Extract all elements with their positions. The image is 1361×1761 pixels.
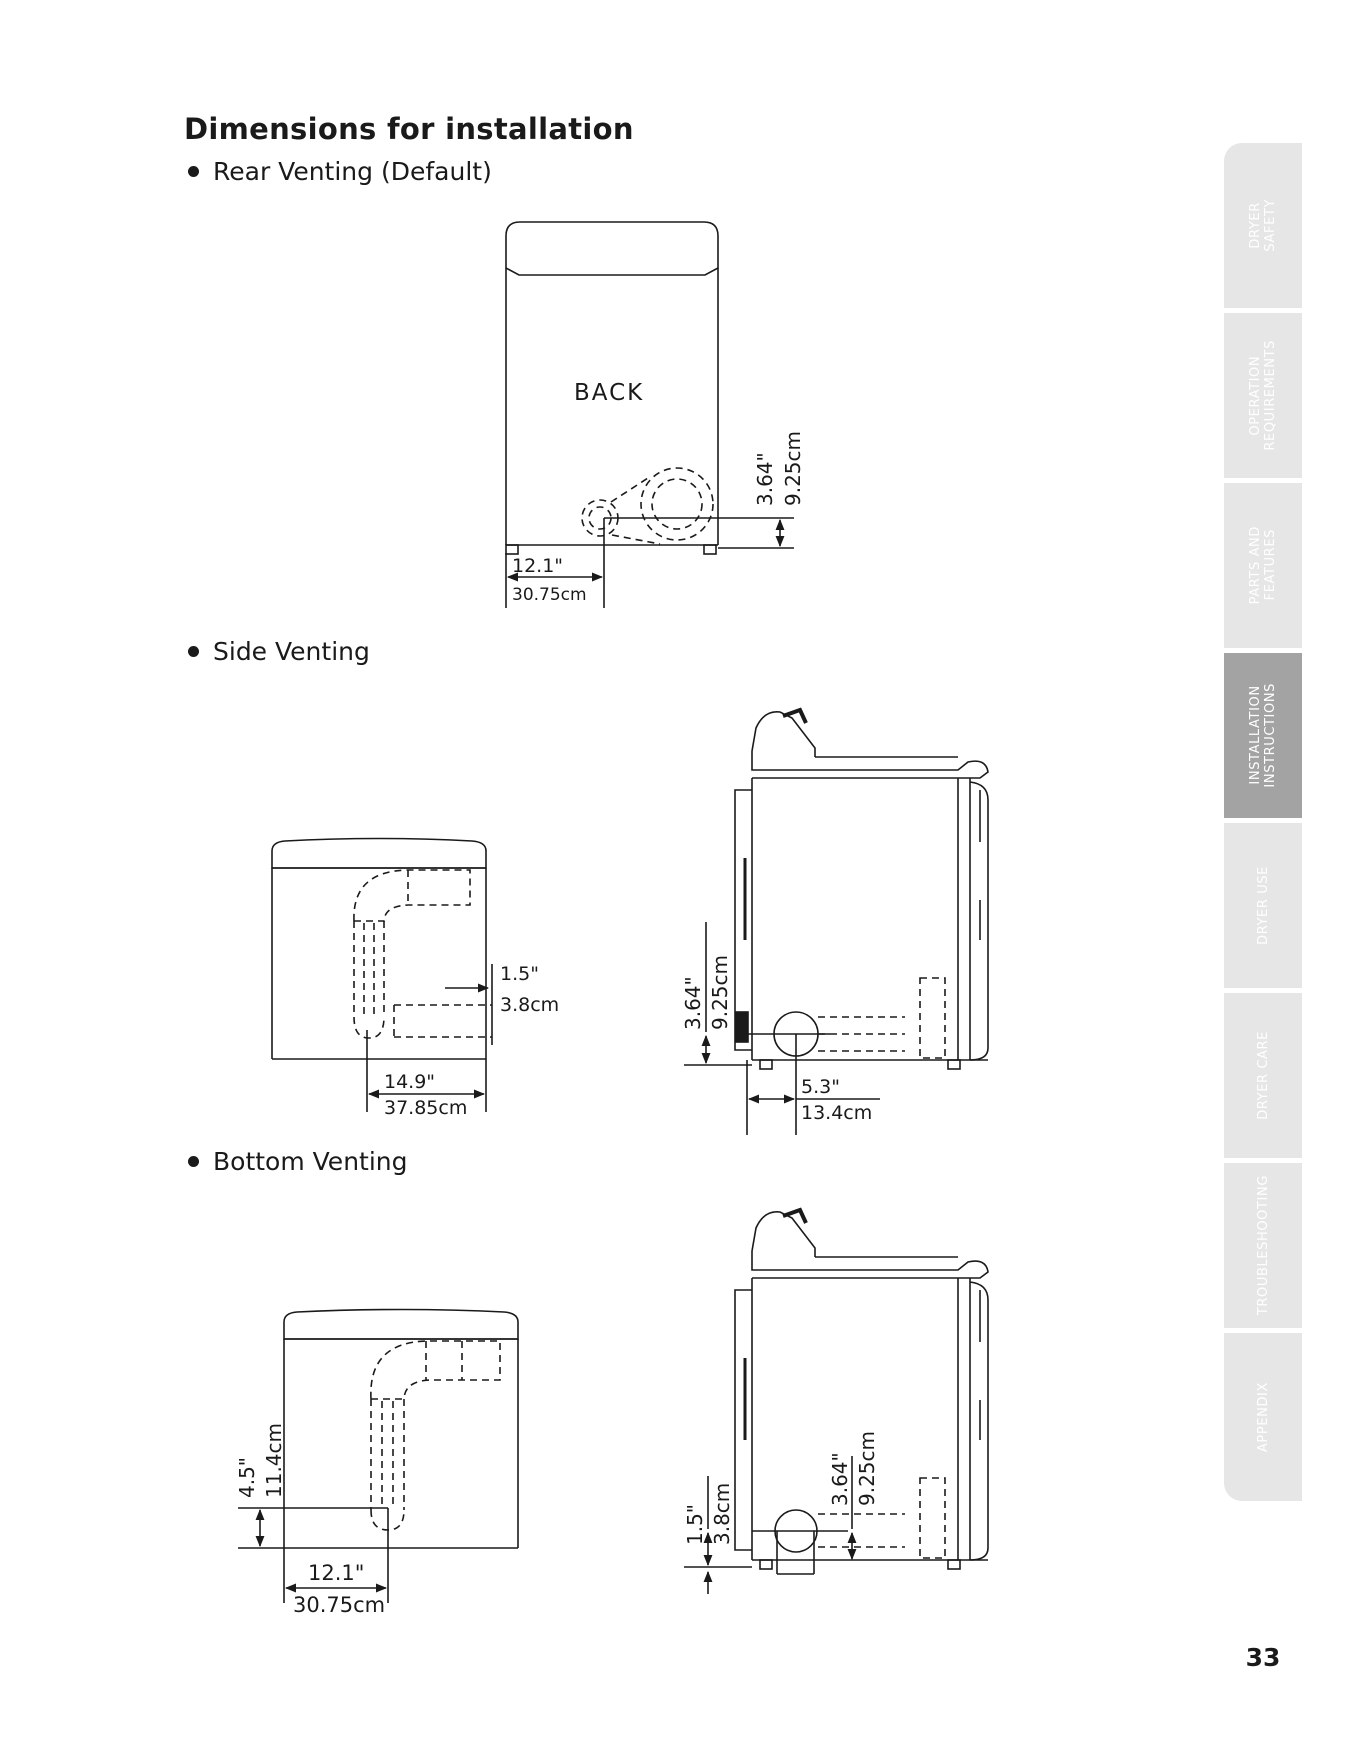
- bottom-venting-top-diagram: [238, 1308, 519, 1603]
- rear-bulge: [734, 789, 752, 1051]
- bottom-profile-duct: [818, 1477, 946, 1559]
- console-knob: [782, 707, 808, 724]
- side-venting-top-diagram: [271, 837, 493, 1112]
- dryer-foot: [703, 544, 717, 555]
- dryer-top-panel: [505, 221, 719, 276]
- dryer-top: [751, 751, 989, 779]
- bottom-profile-high-in: 3.64": [828, 1452, 852, 1506]
- side-vent-duct: [353, 869, 492, 1039]
- dryer-foot: [759, 1059, 773, 1070]
- vent-outlet: [735, 1011, 749, 1043]
- bullet-dot: [188, 646, 199, 657]
- bottom-width-in: 12.1": [308, 1561, 364, 1585]
- dryer-top-lid: [283, 1308, 519, 1340]
- side-profile-depth-cm: 13.4cm: [801, 1102, 872, 1124]
- rear-horizontal-in: 12.1": [512, 555, 563, 577]
- bottom-profile-low-cm: 3.8cm: [710, 1483, 734, 1545]
- tab-parts-and-features[interactable]: PARTS AND FEATURES: [1224, 483, 1302, 651]
- dryer-door: [969, 781, 989, 1061]
- rear-vertical-in: 3.64": [753, 452, 777, 506]
- tab-dryer-safety[interactable]: DRYER SAFETY: [1224, 143, 1302, 311]
- bottom-profile-low-in: 1.5": [683, 1504, 707, 1545]
- bottom-width-cm: 30.75cm: [293, 1593, 385, 1617]
- tab-label: APPENDIX: [1255, 1381, 1271, 1453]
- dryer-foot: [947, 1059, 961, 1070]
- section-label: Rear Venting (Default): [213, 157, 492, 186]
- bullet-dot: [188, 166, 199, 177]
- side-offset-cm: 3.8cm: [500, 994, 559, 1016]
- tab-label: DRYER SAFETY: [1248, 199, 1278, 252]
- dryer-foot: [505, 544, 519, 555]
- tab-dryer-use[interactable]: DRYER USE: [1224, 823, 1302, 991]
- page-number: 33: [1245, 1643, 1281, 1672]
- bottom-profile-high-cm: 9.25cm: [855, 1431, 879, 1506]
- tab-dryer-care[interactable]: DRYER CARE: [1224, 993, 1302, 1161]
- dryer-foot: [947, 1559, 961, 1570]
- rear-vertical-cm: 9.25cm: [781, 431, 805, 506]
- tab-installation-instructions[interactable]: INSTALLATION INSTRUCTIONS: [1224, 653, 1302, 821]
- tab-appendix[interactable]: APPENDIX: [1224, 1333, 1302, 1501]
- tab-label: OPERATION REQUIREMENTS: [1248, 340, 1278, 451]
- section-label: Bottom Venting: [213, 1147, 408, 1176]
- tab-operation-requirements[interactable]: OPERATION REQUIREMENTS: [1224, 313, 1302, 481]
- page-title: Dimensions for installation: [184, 112, 634, 146]
- side-width-in: 14.9": [384, 1071, 435, 1093]
- bullet-dot: [188, 1156, 199, 1167]
- dryer-foot: [759, 1559, 773, 1570]
- bottom-venting-profile-diagram: [684, 1207, 989, 1594]
- side-profile-height-cm: 9.25cm: [708, 955, 732, 1030]
- rear-venting-diagram: [505, 221, 794, 608]
- tab-label: DRYER USE: [1255, 866, 1271, 945]
- tab-label: PARTS AND FEATURES: [1248, 526, 1278, 605]
- side-profile-duct: [818, 977, 946, 1059]
- console-knob: [782, 1207, 808, 1224]
- dryer-door: [969, 1281, 989, 1561]
- dryer-top: [751, 1251, 989, 1279]
- tab-label: DRYER CARE: [1255, 1031, 1271, 1120]
- bottom-height-cm: 11.4cm: [262, 1423, 286, 1498]
- tab-label: INSTALLATION INSTRUCTIONS: [1248, 683, 1278, 788]
- side-width-cm: 37.85cm: [384, 1097, 467, 1119]
- bottom-vent-duct: [370, 1340, 501, 1531]
- bottom-height-in: 4.5": [235, 1457, 259, 1498]
- section-bottom-venting: Bottom Venting: [188, 1147, 408, 1176]
- side-offset-in: 1.5": [500, 963, 539, 985]
- rear-vent-duct: [581, 467, 714, 545]
- back-label: BACK: [574, 380, 644, 406]
- tab-label: TROUBLESHOOTING: [1255, 1175, 1271, 1316]
- rear-bulge: [734, 1289, 752, 1551]
- side-profile-depth-in: 5.3": [801, 1076, 840, 1098]
- section-label: Side Venting: [213, 637, 370, 666]
- side-venting-profile-diagram: [684, 707, 989, 1135]
- tab-troubleshooting[interactable]: TROUBLESHOOTING: [1224, 1163, 1302, 1331]
- dryer-top-lid: [271, 837, 487, 869]
- section-rear-venting: Rear Venting (Default): [188, 157, 492, 186]
- section-side-venting: Side Venting: [188, 637, 370, 666]
- rear-horizontal-cm: 30.75cm: [512, 585, 587, 605]
- side-profile-height-in: 3.64": [681, 976, 705, 1030]
